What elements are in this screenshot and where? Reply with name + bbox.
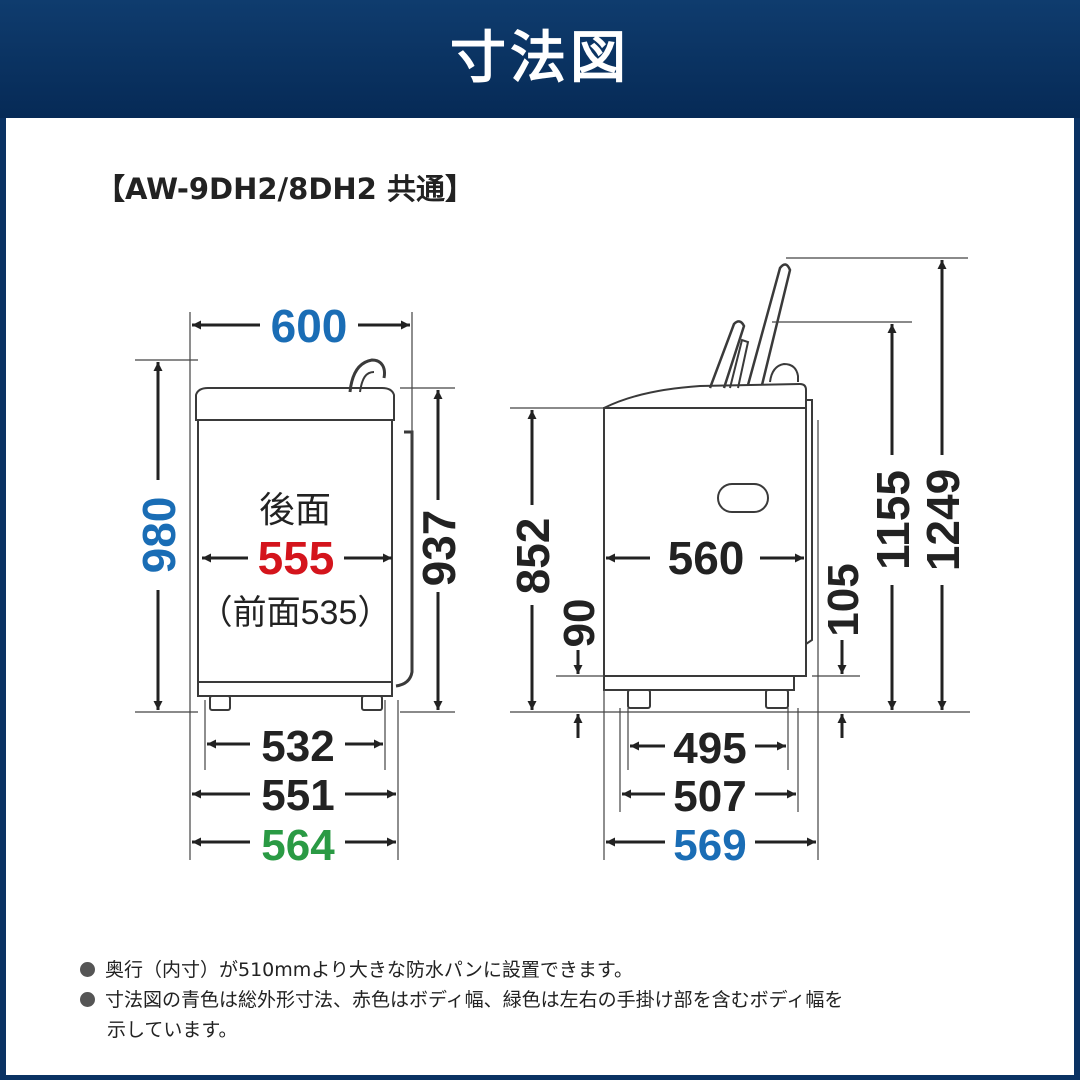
side-height-max: 1249 [917, 469, 969, 571]
bullet-icon [80, 962, 95, 977]
page-title: 寸法図 [450, 26, 630, 91]
frame-bottom [0, 1075, 1080, 1080]
side-base-3: 569 [673, 821, 746, 870]
rear-label: 後面 [259, 489, 331, 530]
frame-left [0, 118, 6, 1080]
rear-width: 555 [258, 532, 335, 584]
note-1: 奥行（内寸）が510mmより大きな防水パンに設置できます。 [80, 956, 633, 984]
note-2: 寸法図の青色は総外形寸法、赤色はボディ幅、緑色は左右の手掛け部を含むボディ幅を [80, 986, 843, 1014]
side-view-machine [603, 263, 813, 709]
bullet-icon [80, 992, 95, 1007]
note-1-text: 奥行（内寸）が510mmより大きな防水パンに設置できます。 [105, 959, 633, 981]
front-view-machine [195, 358, 414, 711]
front-height-total: 980 [133, 497, 185, 574]
note-2-cont: 示しています。 [107, 1019, 238, 1041]
side-base-1: 495 [673, 724, 746, 773]
side-gap: 105 [819, 563, 868, 636]
frame-right [1074, 118, 1080, 1080]
front-base-1: 532 [261, 722, 334, 771]
front-width-top: 600 [271, 300, 348, 352]
front-base-2: 551 [261, 771, 334, 820]
model-label: 【AW-9DH2/8DH2 共通】 [96, 172, 474, 206]
header-bar [0, 0, 1080, 118]
side-height-body: 852 [507, 518, 559, 595]
front-base-3: 564 [261, 821, 335, 870]
side-base-2: 507 [673, 772, 746, 821]
side-foot-height: 90 [555, 599, 604, 648]
front-width-note: （前面535） [199, 594, 392, 632]
side-width-mid: 560 [668, 532, 745, 584]
note-2-text: 寸法図の青色は総外形寸法、赤色はボディ幅、緑色は左右の手掛け部を含むボディ幅を [105, 989, 844, 1011]
front-height-body: 937 [413, 510, 465, 587]
side-height-lid-open: 1155 [867, 470, 919, 570]
